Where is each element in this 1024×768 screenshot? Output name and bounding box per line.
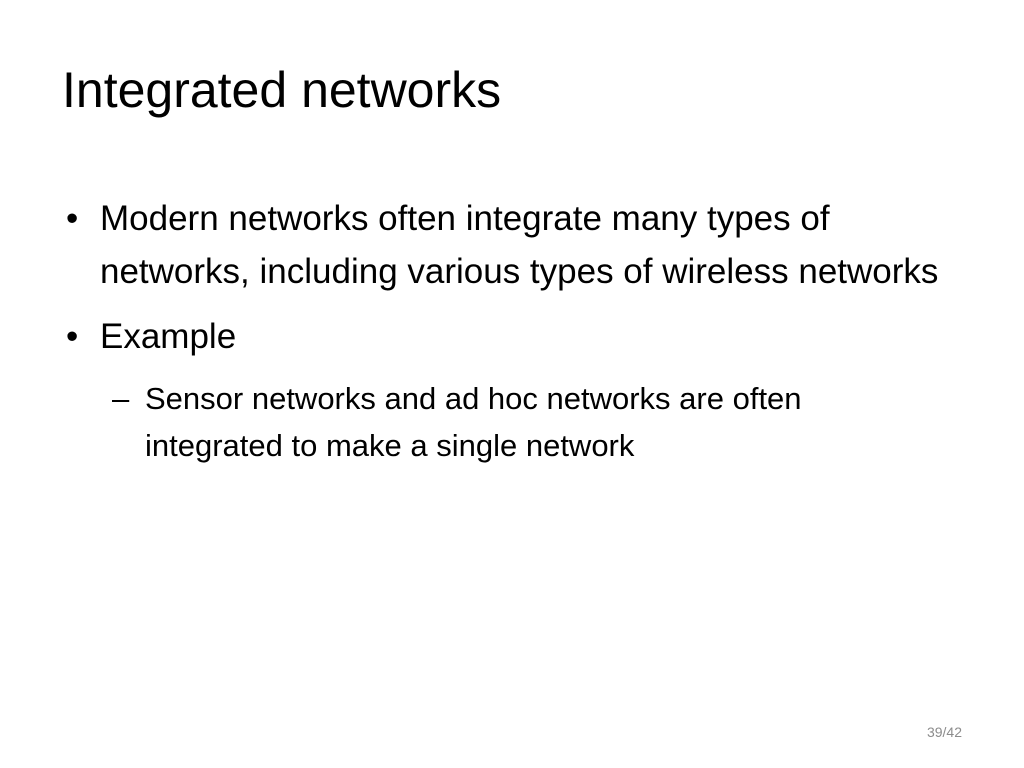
bullet-text: Modern networks often integrate many typ…: [100, 199, 939, 291]
bullet-list: • Modern networks often integrate many t…: [62, 192, 962, 469]
bullet-item: • Example: [62, 310, 962, 363]
sub-bullet-text: Sensor networks and ad hoc networks are …: [145, 381, 802, 463]
bullet-marker: •: [66, 199, 79, 238]
sub-bullet-item: – Sensor networks and ad hoc networks ar…: [62, 375, 905, 469]
sub-bullet-marker: –: [112, 381, 130, 416]
bullet-item: • Modern networks often integrate many t…: [62, 192, 962, 298]
bullet-text: Example: [100, 317, 237, 356]
page-number: 39/42: [926, 724, 962, 740]
sub-bullet-list: – Sensor networks and ad hoc networks ar…: [62, 375, 962, 469]
sub-bullet-group: – Sensor networks and ad hoc networks ar…: [62, 375, 962, 469]
slide-title: Integrated networks: [62, 62, 502, 118]
bullet-marker: •: [66, 317, 79, 356]
